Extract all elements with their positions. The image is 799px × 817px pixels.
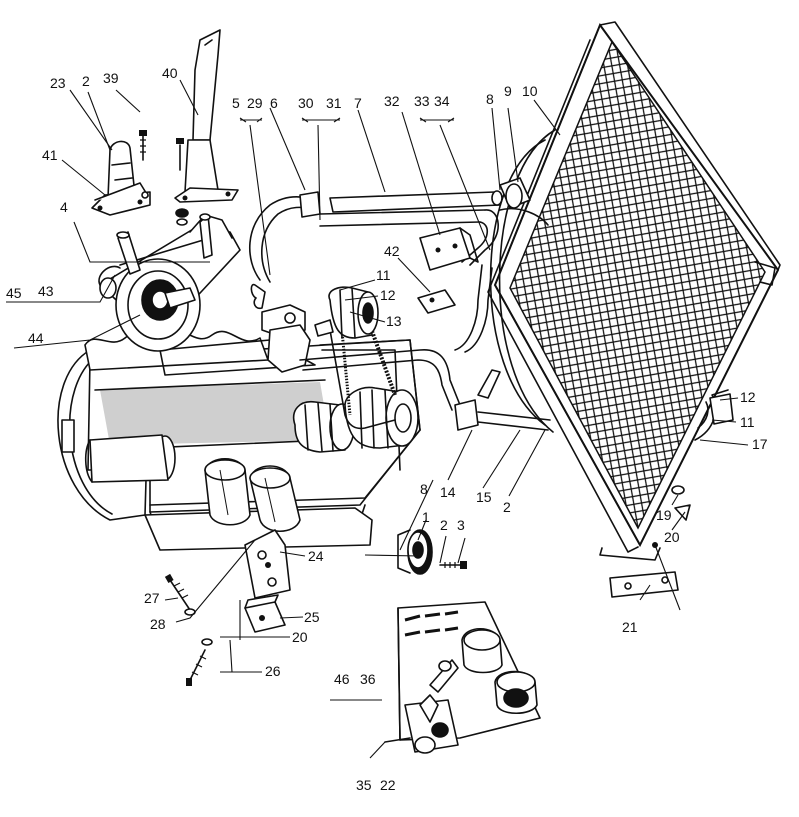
callout-2-lower: 2 — [503, 499, 511, 515]
flange-disc-1 — [397, 529, 433, 575]
callout-44: 44 — [28, 330, 44, 346]
starter-motor — [204, 457, 301, 533]
callout-45: 45 — [6, 285, 22, 301]
water-hoses — [249, 190, 734, 441]
bolt-2-3 — [439, 561, 467, 569]
callout-28: 28 — [150, 616, 166, 632]
callout-9: 9 — [504, 83, 512, 99]
callout-2-bolt: 2 — [440, 517, 448, 533]
callout-2: 2 — [82, 73, 90, 89]
callout-14: 14 — [440, 484, 456, 500]
callout-41: 41 — [42, 147, 58, 163]
callout-8-lower: 8 — [420, 481, 428, 497]
callout-39: 39 — [103, 70, 119, 86]
upper-hose-fitting — [499, 177, 531, 209]
mount-pad-21 — [609, 571, 679, 598]
control-panel — [384, 601, 541, 754]
engine-block — [57, 330, 421, 551]
callout-20-lower: 20 — [292, 629, 308, 645]
callout-34: 34 — [434, 93, 450, 109]
callout-12: 12 — [380, 287, 396, 303]
fan-pulley — [314, 286, 379, 339]
mount-bracket-24 — [244, 529, 291, 599]
callout-32: 32 — [384, 93, 400, 109]
callout-5: 5 — [232, 95, 240, 111]
callout-13: 13 — [386, 313, 402, 329]
callout-8: 8 — [486, 91, 494, 107]
callout-11-right: 11 — [740, 414, 755, 430]
washer-19-20 — [671, 485, 691, 521]
callout-26: 26 — [265, 663, 281, 679]
callout-7: 7 — [354, 95, 362, 111]
callout-30: 30 — [298, 95, 314, 111]
callout-33: 33 — [414, 93, 430, 109]
callout-15: 15 — [476, 489, 492, 505]
callout-31: 31 — [326, 95, 342, 111]
washers — [175, 208, 189, 226]
intake-manifold — [98, 213, 241, 352]
callout-46: 46 — [334, 671, 350, 687]
callout-35: 35 — [356, 777, 372, 793]
callout-42: 42 — [384, 243, 400, 259]
callout-21: 21 — [622, 619, 638, 635]
bolt-26 — [186, 638, 213, 686]
mount-bracket-41 — [91, 140, 151, 216]
callout-22: 22 — [380, 777, 396, 793]
bracket-32 — [419, 227, 479, 271]
exhaust-stack-40 — [174, 29, 239, 203]
callout-20: 20 — [664, 529, 680, 545]
callout-labels: 23 2 39 40 41 4 45 43 44 5 29 6 30 31 7 … — [6, 65, 768, 793]
bolt-27 — [164, 573, 196, 616]
mount-foot-25 — [244, 594, 286, 633]
crankcase-bores — [84, 434, 176, 483]
bracket-42 — [417, 289, 456, 314]
radiator-core — [487, 21, 781, 561]
callout-11: 11 — [376, 267, 391, 283]
crank-pulley-stack — [293, 386, 419, 453]
callout-27: 27 — [144, 590, 160, 606]
callout-19: 19 — [656, 507, 672, 523]
callout-25: 25 — [304, 609, 320, 625]
callout-10: 10 — [522, 83, 538, 99]
callout-24: 24 — [308, 548, 324, 564]
callout-4: 4 — [60, 199, 68, 215]
callout-23: 23 — [50, 75, 66, 91]
callout-29: 29 — [247, 95, 263, 111]
callout-6: 6 — [270, 95, 278, 111]
callout-40: 40 — [162, 65, 178, 81]
callout-1: 1 — [422, 509, 430, 525]
callout-36: 36 — [360, 671, 376, 687]
leader-lines — [6, 79, 749, 759]
callout-17: 17 — [752, 436, 768, 452]
callout-3: 3 — [457, 517, 465, 533]
callout-43: 43 — [38, 283, 54, 299]
callout-12-right: 12 — [740, 389, 756, 405]
bolt-39 — [139, 130, 147, 161]
